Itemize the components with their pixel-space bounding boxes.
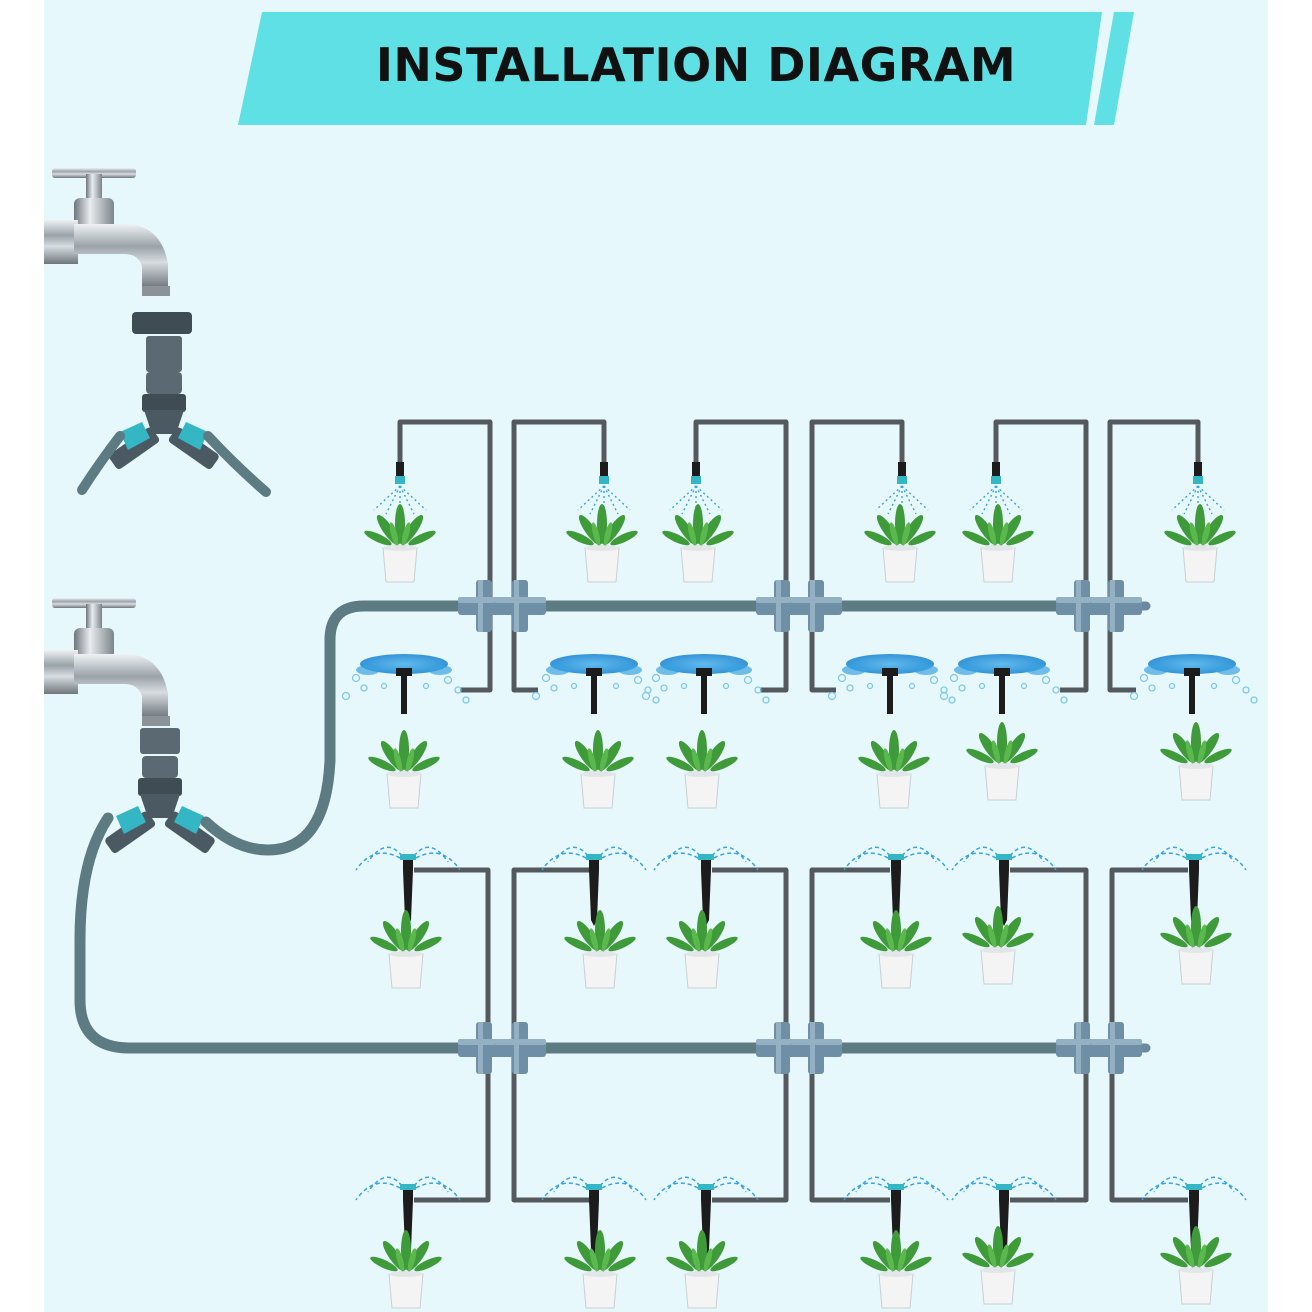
potted-plant-icon — [560, 729, 636, 809]
upper-short-hose-right — [203, 431, 271, 497]
main-hose-lower — [74, 812, 476, 1054]
tube-loop-6-top — [1107, 419, 1201, 693]
upper-short-hose-left — [77, 431, 125, 495]
tube-loop-1-top — [397, 419, 493, 693]
potted-plant-icon — [660, 503, 736, 583]
spray-emitter-icon — [531, 653, 660, 715]
title-banner — [238, 12, 1134, 125]
y-splitter-icon — [107, 372, 221, 471]
potted-plant-icon — [960, 1225, 1036, 1305]
potted-plant-icon — [862, 503, 938, 583]
spray-emitter-icon — [341, 653, 470, 715]
tee-connector-icon — [790, 1022, 842, 1074]
potted-plant-icon — [366, 729, 442, 809]
page-title: INSTALLATION DIAGRAM — [375, 38, 1017, 92]
banner-stripe — [1094, 12, 1134, 125]
potted-plant-icon — [664, 729, 740, 809]
y-splitter-icon — [103, 756, 217, 855]
row-3-plants — [368, 905, 1234, 989]
faucet-icon — [44, 598, 170, 726]
potted-plant-icon — [562, 1229, 638, 1309]
potted-plant-icon — [362, 503, 438, 583]
spray-emitter-icon — [939, 653, 1068, 715]
potted-plant-icon — [1158, 905, 1234, 985]
faucet-icon — [44, 168, 170, 296]
rotary-sprinkler-icon — [653, 846, 759, 927]
potted-plant-icon — [858, 1229, 934, 1309]
potted-plant-icon — [562, 909, 638, 989]
spray-emitter-icon — [827, 653, 956, 715]
banner-shape — [238, 12, 1102, 125]
potted-plant-icon — [1162, 503, 1238, 583]
potted-plant-icon — [664, 909, 740, 989]
spray-emitter-icon — [641, 653, 770, 715]
tee-connector-icon — [494, 580, 546, 632]
row-4-plants — [368, 1225, 1234, 1309]
tee-connector-icon — [1090, 580, 1142, 632]
rotary-sprinkler-icon — [951, 1176, 1057, 1257]
tube-loop-5-top — [993, 419, 1089, 693]
rotary-sprinkler-icon — [951, 846, 1057, 927]
row-1-plants — [362, 503, 1238, 583]
potted-plant-icon — [664, 1229, 740, 1309]
potted-plant-icon — [368, 909, 444, 989]
tube-loop-3-top — [693, 419, 789, 693]
lower-faucet-assembly — [44, 598, 217, 855]
tube-loop-2-top — [511, 419, 607, 693]
rotary-sprinkler-icon — [541, 846, 647, 927]
potted-plant-icon — [964, 721, 1040, 801]
tube-loop-4-top — [809, 419, 905, 693]
potted-plant-icon — [368, 1229, 444, 1309]
row-2-emitters — [341, 653, 1258, 715]
rotary-sprinkler-icon — [541, 1176, 647, 1257]
upper-faucet-assembly — [44, 168, 271, 497]
main-hose-upper — [200, 600, 476, 856]
tee-connector-icon — [790, 580, 842, 632]
tee-connector-icon — [494, 1022, 546, 1074]
potted-plant-icon — [1158, 1225, 1234, 1305]
row-1-misters — [373, 461, 1225, 517]
potted-plant-icon — [564, 503, 640, 583]
potted-plant-icon — [1158, 721, 1234, 801]
spray-emitter-icon — [1129, 653, 1258, 715]
potted-plant-icon — [960, 503, 1036, 583]
potted-plant-icon — [856, 729, 932, 809]
potted-plant-icon — [858, 909, 934, 989]
tee-connector-icon — [1090, 1022, 1142, 1074]
diagram-background-panel — [44, 0, 1268, 1312]
potted-plant-icon — [960, 905, 1036, 985]
hose-clamp — [132, 312, 192, 334]
row-2-plants — [366, 721, 1234, 809]
